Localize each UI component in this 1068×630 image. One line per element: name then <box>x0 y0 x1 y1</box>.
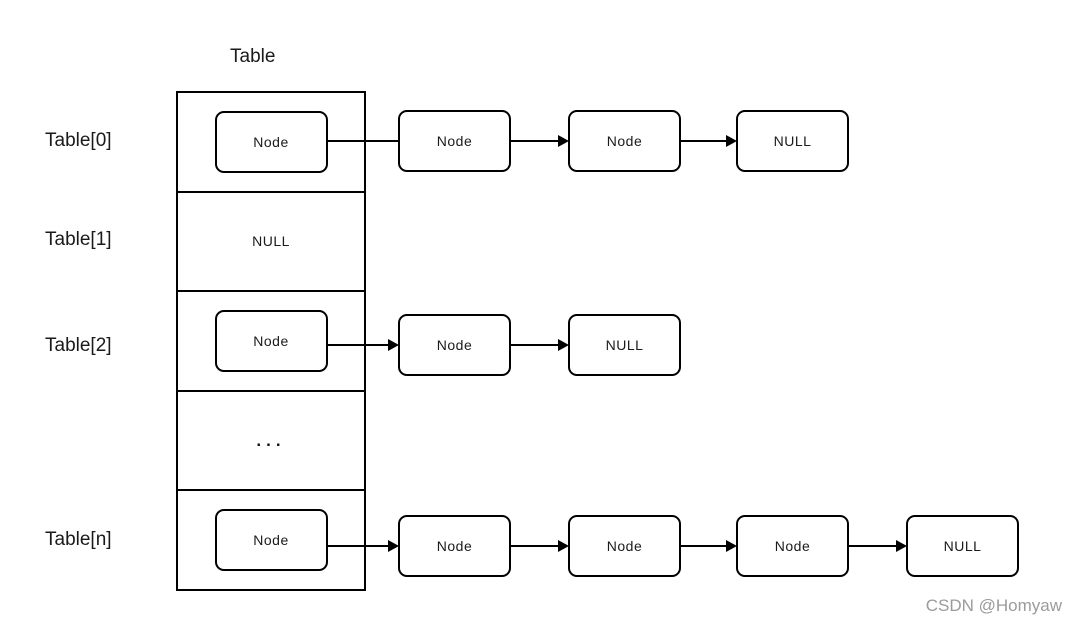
bucket-0: Node <box>178 93 364 193</box>
arrowhead-icon <box>558 339 569 351</box>
link-arrow-chainN-1 <box>511 540 569 552</box>
link-arrow-bucketN-to-node1 <box>326 540 399 552</box>
bucket-1: NULL <box>178 193 364 293</box>
arrowhead-icon <box>558 540 569 552</box>
hash-table-array: Node NULL Node ... Node <box>176 91 366 591</box>
chain0-node-2: Node <box>568 110 681 172</box>
arrowhead-icon <box>388 540 399 552</box>
link-arrow-chain0-1 <box>511 135 569 147</box>
chainN-node-2: Node <box>568 515 681 577</box>
diagram-title: Table <box>230 46 276 67</box>
arrowhead-icon <box>726 540 737 552</box>
bucket-n: Node <box>178 491 364 589</box>
arrow-shaft <box>326 545 391 547</box>
link-arrow-bucket2-to-node1 <box>326 339 399 351</box>
chain2-node-1: Node <box>398 314 511 376</box>
watermark: CSDN @Homyaw <box>925 596 1062 615</box>
row-label-table1: Table[1] <box>45 229 112 250</box>
bucket-n-node-box: Node <box>214 509 328 572</box>
row-label-table0: Table[0] <box>45 130 112 151</box>
link-arrow-chainN-2 <box>681 540 737 552</box>
arrowhead-icon <box>896 540 907 552</box>
arrow-shaft <box>681 545 729 547</box>
link-arrow-chainN-3 <box>849 540 907 552</box>
arrowhead-icon <box>558 135 569 147</box>
arrowhead-icon <box>388 339 399 351</box>
link-arrow-chain2-1 <box>511 339 569 351</box>
bucket-2: Node <box>178 292 364 392</box>
row-label-table2: Table[2] <box>45 335 112 356</box>
row-label-tablen: Table[n] <box>45 529 112 550</box>
chainN-node-3: Node <box>736 515 849 577</box>
arrow-shaft <box>849 545 899 547</box>
link-arrow-chain0-2 <box>681 135 737 147</box>
arrowhead-icon <box>726 135 737 147</box>
arrow-shaft <box>681 140 729 142</box>
link-line-bucket0-to-node1 <box>326 135 399 147</box>
arrow-shaft <box>326 140 399 142</box>
bucket-2-node-box: Node <box>214 309 328 372</box>
chain0-null-box: NULL <box>736 110 849 172</box>
chainN-null-box: NULL <box>906 515 1019 577</box>
bucket-ellipsis: ... <box>178 392 364 492</box>
chain2-null-box: NULL <box>568 314 681 376</box>
arrow-shaft <box>511 344 561 346</box>
bucket-0-node-box: Node <box>214 110 328 173</box>
ellipsis-text: ... <box>256 430 286 450</box>
arrow-shaft <box>511 140 561 142</box>
chain0-node-1: Node <box>398 110 511 172</box>
chainN-node-1: Node <box>398 515 511 577</box>
arrow-shaft <box>511 545 561 547</box>
arrow-shaft <box>326 344 391 346</box>
bucket-1-null-text: NULL <box>252 233 290 250</box>
